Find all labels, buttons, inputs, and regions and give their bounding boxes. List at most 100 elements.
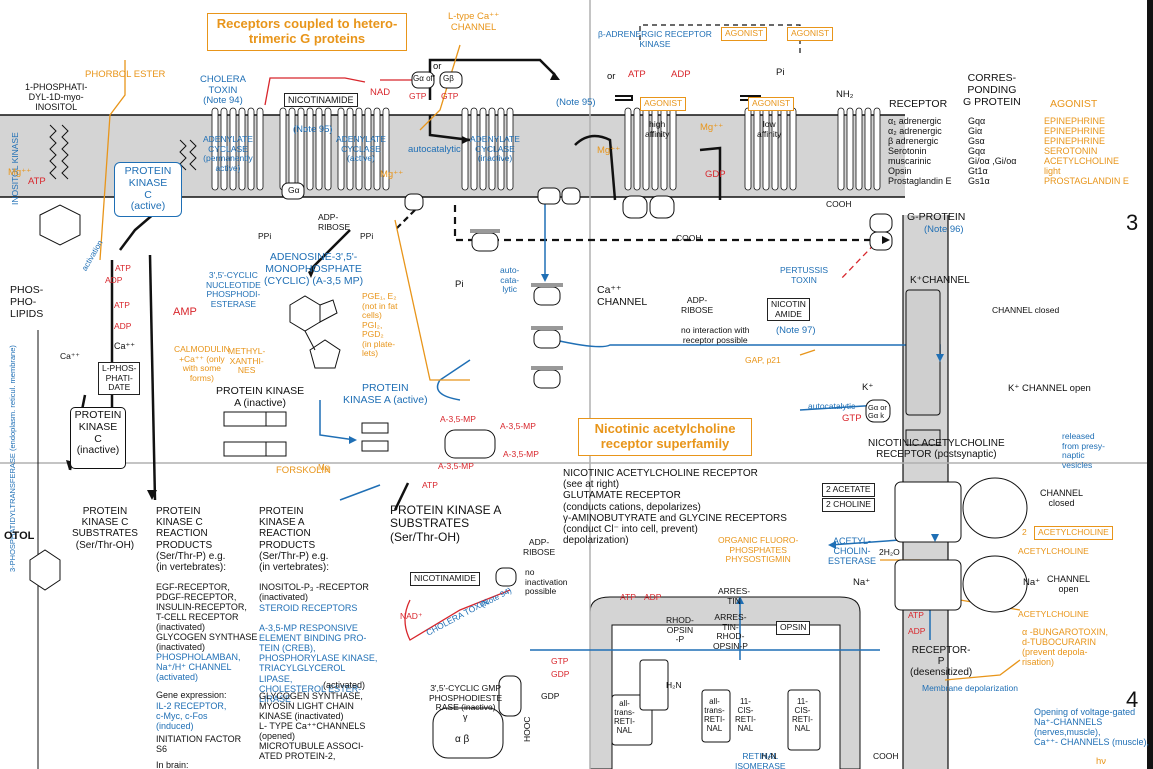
cgmp-phosphodiesterase-label: 3',5'-CYCLIC GMP PHOSPHODIESTE RASE (ina…: [429, 684, 502, 713]
agonist-bound-2: AGONIST: [748, 97, 794, 111]
ppi-1: PPi: [258, 232, 271, 242]
sodium-label-2: Na⁺: [1023, 578, 1040, 589]
protein-kinase-c-active: PROTEIN KINASE C (active): [114, 162, 182, 217]
note-96: (Note 96): [924, 225, 964, 236]
released-from-vesicles: released from presy- naptic vesicles: [1062, 432, 1105, 470]
note-97: (Note 97): [776, 326, 816, 337]
calmodulin-label: CALMODULIN +Ca⁺⁺ (only with some forms): [174, 345, 230, 383]
protein-kinase-a-inactive: PROTEIN KINASE A (inactive): [216, 386, 304, 410]
l-phosphatidate-box: L-PHOS- PHATI- DATE: [98, 362, 140, 395]
a35mp-4: A-3,5-MP: [438, 462, 474, 472]
a35mp-2: A-3,5-MP: [500, 422, 536, 432]
low-affinity-label: low affinity: [757, 120, 781, 139]
otol-label: OTOL: [4, 530, 34, 542]
phorbol-ester-label: PHORBOL ESTER: [85, 70, 165, 81]
channel-open-label: CHANNEL open: [1047, 574, 1090, 594]
all-trans-retinal-1: all- trans- RETI- NAL: [614, 700, 635, 736]
atp-r2-label: ATP: [620, 593, 636, 603]
cis-retinal-2: 11- CIS- RETI- NAL: [792, 698, 813, 734]
pka-products-black: GLYCOGEN SYNTHASE, MYOSIN LIGHT CHAIN KI…: [259, 691, 365, 762]
adp-r2-label: ADP: [644, 593, 661, 603]
autocatalytic-label: autocatalytic: [408, 145, 461, 156]
gtp-label-2: GTP: [441, 92, 458, 102]
k-channel-open-label: K⁺ CHANNEL open: [1008, 384, 1091, 395]
atp-m2: ATP: [114, 301, 130, 311]
acetylcholinesterase-label: ACETYL- CHOLIN- ESTERASE: [828, 536, 876, 566]
gtp-b-label: GTP: [842, 414, 862, 425]
adp-ribose-1: ADP- RIBOSE: [318, 213, 350, 232]
gtp-label-3: GTP: [551, 657, 568, 667]
adp-r-label: ADP: [908, 627, 925, 637]
adenylate-cyclase-permanent: ADENYLATE CYCLASE (permanently active): [203, 135, 253, 173]
gene-expression-label: Gene expression:: [156, 690, 227, 700]
h2n-label-1: H₂N: [666, 681, 682, 691]
atp-low-label: ATP: [422, 481, 438, 491]
all-trans-retinal-2: all- trans- RETI- NAL: [704, 698, 725, 734]
pi-top-label: Pi: [776, 68, 784, 79]
adp-ribose-3: ADP- RIBOSE: [523, 538, 555, 557]
pka-activated-label: (activated): [323, 680, 365, 690]
rhodopsin-p-label: RHOD- OPSIN -P: [666, 616, 694, 645]
ppi-2: PPi: [360, 232, 373, 242]
hv-label: hν: [1096, 757, 1106, 768]
bungarotoxin-label: α -BUNGAROTOXIN, d-TUBOCURARIN (prevent …: [1022, 627, 1108, 667]
nicotinamide-box-3: NICOTINAMIDE: [410, 572, 480, 586]
pkc-products-list: EGF-RECEPTOR, PDGF-RECEPTOR, INSULIN-REC…: [156, 582, 257, 653]
arrestin-rhodopsin-label: ARRES- TIN- RHOD- OPSIN-P: [713, 613, 748, 651]
l-type-ca-channel-label: L-type Ca⁺⁺ CHANNEL: [448, 12, 499, 33]
adp-top-label: ADP: [671, 70, 691, 81]
table-row: β adrenergic: [888, 136, 968, 146]
hooc-label: HOOC: [522, 717, 532, 743]
or-label-1: or: [433, 62, 441, 73]
phosphodiesterase-label: 3',5'-CYCLIC NUCLEOTIDE PHOSPHODI- ESTER…: [206, 271, 261, 309]
h2n-label-2: H₂N: [761, 752, 777, 762]
mg-label-2: Mg⁺⁺: [597, 146, 620, 157]
prostaglandins-label: PGE₁, E₂ (not in fat cells) PGI₂, PGD₂ (…: [362, 292, 397, 359]
agonist-bound-1: AGONIST: [640, 97, 686, 111]
nicotinic-receptor-label: NICOTINIC ACETYLCHOLINE RECEPTOR (postsy…: [868, 438, 1005, 460]
pkc-products-header: PROTEIN KINASE C REACTION PRODUCTS (Ser/…: [156, 506, 226, 573]
receptor-p-label: RECEPTOR- P (desensitized): [910, 645, 972, 679]
table-cell-agonist: EPINEPHRINE: [1044, 126, 1134, 136]
gdp-membrane-label: GDP: [705, 170, 726, 181]
atp-r-label: ATP: [908, 611, 924, 621]
adp-m1: ADP: [105, 276, 122, 286]
table-cell-gprotein: Gt1α: [968, 166, 1040, 176]
organofluorophosphates-label: ORGANIC FLUORO- PHOSPHATES PHYSOSTIGMIN: [718, 536, 798, 565]
nad-plus-label: NAD⁺: [400, 612, 422, 622]
agonist-box-1: AGONIST: [721, 27, 767, 41]
cooh-1: COOH: [676, 234, 702, 244]
phospholipids-label: PHOS- PHO- LIPIDS: [10, 285, 43, 320]
autocatalytic-2: autocatalytic: [808, 402, 855, 412]
table-cell-agonist: EPINEPHRINE: [1044, 136, 1134, 146]
g-beta: Gβ: [443, 75, 454, 84]
voltage-gated-channels-label: Opening of voltage-gated Na⁺-CHANNELS (n…: [1034, 707, 1153, 747]
k-channel-label: K⁺CHANNEL: [910, 275, 970, 286]
table-row: muscarinic: [888, 156, 968, 166]
pi-mid-label: Pi: [455, 280, 463, 291]
amp-label: AMP: [173, 306, 197, 318]
table-cell-agonist: PROSTAGLANDIN E: [1044, 176, 1134, 186]
table-row: Opsin: [888, 166, 968, 176]
alpha-beta-label: α β: [455, 734, 469, 745]
agonist-column-header: AGONIST: [1050, 99, 1097, 111]
beta-receptor-kinase-label: β-ADRENERGIC RECEPTOR KINASE: [598, 30, 712, 49]
camp-label: ADENOSINE-3',5'- MONOPHOSPHATE (CYCLIC) …: [264, 252, 363, 287]
acetylcholine-1: ACETYLCHOLINE: [1018, 547, 1089, 557]
no-interaction-label: no interaction with receptor possible: [681, 326, 750, 345]
arrestin-label: ARRES- TIN: [718, 587, 750, 606]
gap-p21-label: GAP, p21: [745, 356, 781, 366]
nicotinamide-box-2: NICOTIN AMIDE: [767, 298, 810, 321]
cooh-2: COOH: [826, 200, 852, 210]
gdp-label-2: GDP: [551, 670, 569, 680]
cooh-3: COOH: [873, 752, 899, 762]
note-95-a: (Note 95): [293, 125, 333, 136]
table-cell-agonist: SEROTONIN: [1044, 146, 1134, 156]
nad-label: NAD: [370, 88, 390, 99]
pka-ip3-receptor: INOSITOL-P₃ -RECEPTOR (inactivated): [259, 582, 369, 602]
high-affinity-label: high affinity: [645, 120, 669, 139]
a35mp-1: A-3,5-MP: [440, 415, 476, 425]
gdp-label-1: GDP: [541, 692, 559, 702]
g-protein-column-header: CORRES- PONDING G PROTEIN: [963, 73, 1021, 108]
table-cell-gprotein: Gqα: [968, 116, 1040, 126]
